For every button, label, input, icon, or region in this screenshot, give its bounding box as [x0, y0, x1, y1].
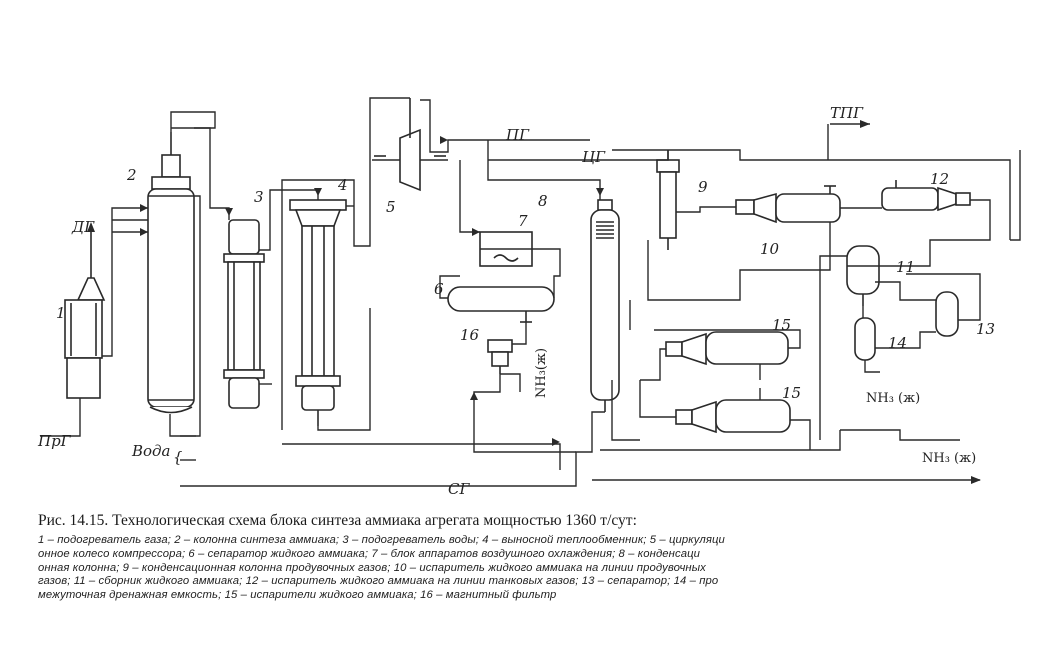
- legend-line: межуточная дренажная емкость; 15 – испар…: [38, 589, 557, 602]
- heat-exchanger-4: [289, 199, 347, 426]
- stream-label-dg: ДГ: [71, 218, 95, 236]
- equipment-number-9: 9: [698, 178, 708, 196]
- purge-condensation-column-9: [656, 150, 680, 250]
- equipment-number-12: 12: [930, 170, 949, 188]
- collector-11: [846, 245, 880, 306]
- equipment-number-15-upper: 15: [772, 316, 791, 334]
- water-brace: {: [173, 448, 183, 466]
- synthesis-column-2: [147, 132, 195, 414]
- equipment-number-14: 14: [888, 334, 907, 352]
- figure-caption-title: Рис. 14.15. Технологическая схема блока …: [38, 512, 637, 529]
- process-flow-diagram: [40, 97, 1021, 487]
- condensation-column-8: [590, 199, 620, 412]
- evaporator-12: [881, 180, 971, 212]
- evaporator-15-lower: [675, 399, 791, 434]
- stream-label-pg: ПГ: [505, 126, 530, 144]
- legend-line: онная колонна; 9 – конденсационная колон…: [38, 561, 706, 574]
- flow-arrows: [87, 120, 981, 484]
- gas-heater-1: [64, 230, 106, 399]
- legend-line: 1 – подогреватель газа; 2 – колонна синт…: [38, 534, 725, 546]
- stream-label-voda: Вода: [131, 442, 171, 460]
- equipment-number-4: 4: [337, 176, 348, 194]
- equipment-number-8: 8: [538, 192, 548, 210]
- evaporator-10: [735, 185, 841, 224]
- legend-line: газов; 11 – сборник жидкого аммиака; 12 …: [38, 575, 719, 588]
- magnetic-filter-16: [487, 339, 513, 374]
- equipment-number-1: 1: [56, 304, 66, 322]
- stream-label-sg: СГ: [448, 480, 470, 498]
- equipment-number-6: 6: [434, 280, 444, 298]
- separator-6: [447, 286, 555, 323]
- stream-label-nh3-14: NH₃ (ж): [866, 391, 920, 406]
- figure-caption-legend: 1 – подогреватель газа; 2 – колонна синт…: [38, 534, 1028, 603]
- equipment-number-3: 3: [254, 188, 264, 206]
- stream-label-prg: ПрГ: [37, 432, 72, 450]
- equipment-number-11: 11: [896, 258, 915, 276]
- separator-13: [935, 291, 959, 337]
- stream-label-tpg: ТПГ: [830, 104, 864, 122]
- equipment-number-10: 10: [760, 240, 780, 258]
- water-heater-3: [223, 219, 265, 409]
- equipment-number-5: 5: [386, 198, 396, 216]
- equipment-number-13: 13: [976, 320, 995, 338]
- equipment-number-16: 16: [460, 326, 480, 344]
- compressor-wheel-5: [372, 98, 448, 192]
- stream-label-nh3-out: NH₃ (ж): [922, 451, 976, 466]
- equipment-number-7: 7: [518, 212, 528, 230]
- stream-label-tsg: ЦГ: [582, 148, 606, 166]
- evaporator-15-upper: [665, 331, 789, 366]
- equipment-number-15-lower: 15: [782, 384, 801, 402]
- air-cooler-block-7: [479, 231, 533, 267]
- diagram-labels: ДГ ПрГ Вода { ПГ ЦГ ТПГ СГ NH₃(ж) NH₃ (ж…: [37, 104, 995, 498]
- stream-label-nh3-vertical: NH₃(ж): [534, 348, 549, 398]
- equipment-number-2: 2: [126, 166, 137, 184]
- legend-line: онное колесо компрессора; 6 – сепаратор …: [38, 547, 701, 560]
